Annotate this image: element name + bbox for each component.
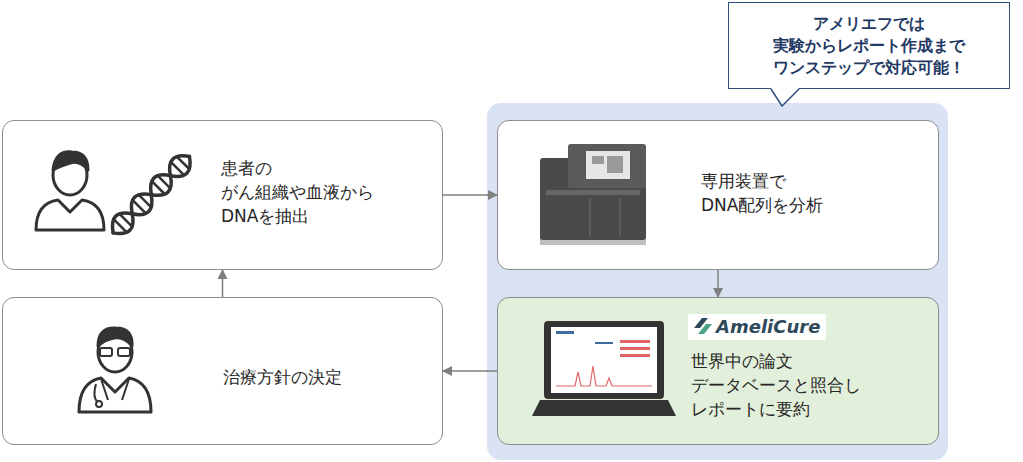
stethoscope	[94, 384, 98, 402]
patient-head	[53, 155, 87, 195]
process-box: AmeliCure 世界中の論文 データベースと照合し レポートに要約	[497, 297, 939, 445]
callout-bubble: アメリエフでは 実験からレポート作成まで ワンステップで対応可能！	[728, 2, 1010, 89]
stethoscope-head	[96, 401, 102, 407]
screen-bar	[595, 342, 613, 344]
screen-bar	[620, 340, 650, 343]
step-text: 治療方針の決定	[223, 365, 342, 389]
patient-icon	[36, 152, 104, 230]
dna-strand	[106, 149, 197, 240]
process-box: 専用装置で DNA配列を分析	[497, 120, 939, 270]
dna-rung	[158, 176, 171, 189]
screen-block	[607, 156, 623, 173]
laptop-icon	[532, 321, 676, 416]
flow-arrow	[717, 270, 719, 297]
step-text: 患者の がん組織や血液から DNAを抽出	[221, 156, 374, 228]
flow-arrow	[222, 270, 224, 297]
screen-block	[592, 156, 604, 164]
dna-strand	[106, 149, 197, 240]
dna-rung	[139, 195, 152, 208]
sequencer-body	[540, 158, 646, 240]
sequencer-seam	[589, 198, 591, 236]
doctor-hair	[98, 328, 132, 346]
patient-body	[36, 200, 104, 230]
flow-arrow	[443, 370, 497, 372]
dna-rung	[171, 162, 184, 175]
logo-shape	[698, 324, 712, 334]
step-text: 専用装置で DNA配列を分析	[701, 169, 823, 217]
dna-rung	[152, 181, 165, 194]
doctor-icon	[79, 328, 151, 412]
dna-rung	[114, 219, 127, 232]
logo-text: AmeliCure	[688, 314, 826, 340]
service-band	[487, 103, 948, 460]
screen-bar	[620, 354, 650, 357]
dna-rungs	[114, 157, 190, 233]
doctor-glasses	[118, 348, 130, 356]
step-text: 世界中の論文 データベースと照合し レポートに要約	[691, 349, 861, 421]
flow-arrow	[443, 194, 497, 196]
sequencer-top	[568, 144, 646, 188]
laptop-frame	[544, 321, 664, 399]
logo-shape	[694, 318, 708, 328]
dna-rung	[133, 200, 146, 213]
process-box: 患者の がん組織や血液から DNAを抽出	[2, 120, 443, 270]
laptop-base	[532, 400, 676, 416]
screen-header	[556, 331, 574, 334]
patient-hair	[53, 152, 88, 170]
sequencer-screen	[586, 151, 630, 179]
screen-bar	[620, 347, 650, 350]
doctor-glasses	[100, 348, 112, 356]
callout-text: アメリエフでは 実験からレポート作成まで ワンステップで対応可能！	[773, 13, 965, 79]
logo-mark	[694, 318, 712, 334]
dna-rung	[177, 157, 190, 170]
laptop-screen	[551, 327, 657, 393]
doctor-head	[98, 332, 132, 372]
callout-tail-line	[771, 89, 799, 106]
screen-chart	[556, 366, 652, 386]
doctor-coat	[79, 378, 151, 412]
sequencer-slot	[546, 190, 640, 195]
sequencer-icon	[540, 144, 646, 245]
dna-icon	[106, 149, 197, 240]
callout-tail-fill	[771, 88, 799, 106]
sequencer-base	[540, 238, 646, 245]
callout-tail	[771, 88, 799, 106]
sequencer-seam	[619, 198, 621, 236]
doctor-lapel	[101, 379, 129, 400]
dna-rung	[119, 214, 132, 227]
process-box: 治療方針の決定	[2, 297, 443, 445]
